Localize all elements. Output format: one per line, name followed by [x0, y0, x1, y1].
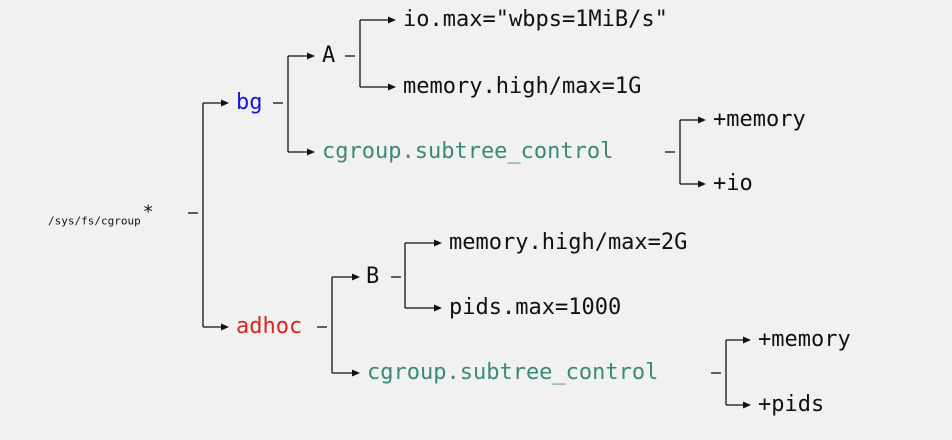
b-branch-bottom-arrowhead — [434, 304, 442, 312]
bg-branch-top-arrowhead — [307, 52, 315, 60]
adhoc-node: adhoc — [236, 314, 303, 339]
a-branch-top-arrowhead — [388, 16, 396, 24]
adhoc-branch-top-arrowhead — [352, 273, 360, 281]
bg-plus-memory-node: +memory — [713, 107, 806, 132]
root-branch-bottom-arrowhead — [221, 323, 229, 331]
memory-high-max-2g-node: memory.high/max=2G — [449, 230, 688, 255]
root-node: /sys/fs/cgroup* — [48, 203, 154, 228]
adhoc-plus-memory-node: +memory — [758, 327, 851, 352]
adhoc-subtree-branch-bottom-arrowhead — [743, 401, 751, 409]
b-node: B — [366, 264, 380, 289]
adhoc-subtree-branch-top-arrowhead — [743, 336, 751, 344]
bg-node: bg — [236, 90, 263, 115]
adhoc-plus-pids-node: +pids — [758, 392, 825, 417]
a-branch-bottom-arrowhead — [388, 83, 396, 91]
bg-plus-io-node: +io — [713, 171, 753, 196]
bg-subtree-control-node: cgroup.subtree_control — [322, 139, 614, 164]
adhoc-branch-bottom-arrowhead — [352, 369, 360, 377]
root-label: /sys/fs/cgroup — [48, 214, 141, 228]
root-branch-top-arrowhead — [221, 99, 229, 107]
pids-max-node: pids.max=1000 — [449, 295, 622, 320]
bg-subtree-branch-top-arrowhead — [698, 116, 706, 124]
b-branch-top-arrowhead — [434, 239, 442, 247]
bg-subtree-branch-bottom-arrowhead — [698, 180, 706, 188]
memory-high-max-1g-node: memory.high/max=1G — [403, 74, 642, 99]
bg-branch-bottom-arrowhead — [307, 148, 315, 156]
adhoc-subtree-control-node: cgroup.subtree_control — [367, 360, 659, 385]
root-marker: * — [142, 201, 154, 223]
io-max-node: io.max="wbps=1MiB/s" — [403, 7, 668, 32]
a-node: A — [322, 43, 336, 68]
